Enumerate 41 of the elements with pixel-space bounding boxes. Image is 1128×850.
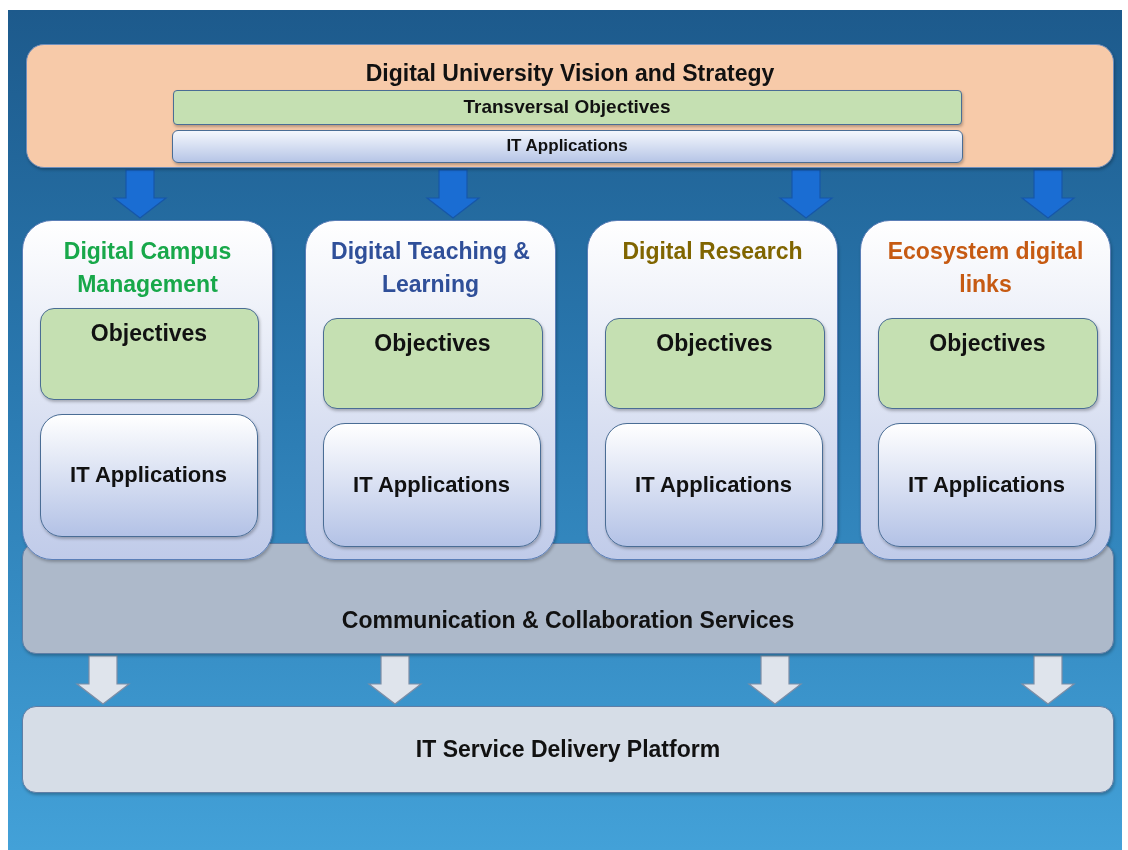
domain-column [587, 220, 838, 560]
block-arrow [425, 169, 481, 219]
box-title: Ecosystem digital links [886, 237, 1085, 300]
applications-box [877, 422, 1096, 547]
applications-box [322, 422, 541, 547]
objectives-bar [172, 89, 962, 125]
box-title: Digital University Vision and Strategy [364, 59, 776, 88]
box-title: Objectives [928, 328, 1047, 358]
box-title: IT Applications [907, 470, 1066, 499]
box-title: Objectives [655, 328, 774, 358]
objectives-box [877, 317, 1098, 409]
block-arrow [747, 655, 803, 705]
box-title: IT Service Delivery Platform [414, 734, 722, 764]
block-arrow [1020, 169, 1076, 219]
box-title: Objectives [89, 318, 209, 348]
domain-column [860, 220, 1111, 560]
box-title: Transversal Objectives [462, 95, 672, 120]
box-title: Objectives [373, 328, 492, 358]
box-title: IT Applications [352, 470, 511, 499]
domain-column [22, 220, 273, 560]
block-arrow [367, 655, 423, 705]
block-arrow [112, 169, 168, 219]
box-title: IT Applications [505, 134, 629, 157]
objectives-box [604, 317, 825, 409]
box-title: Digital Campus Management [62, 237, 233, 300]
applications-box [604, 422, 823, 547]
domain-column [305, 220, 556, 560]
strategy-panel [26, 44, 1114, 168]
box-title: Communication & Collaboration Services [340, 605, 796, 635]
box-title: IT Applications [69, 461, 228, 490]
box-title: IT Applications [634, 470, 793, 499]
block-arrow [778, 169, 834, 219]
applications-box [39, 413, 258, 537]
box-title: Digital Research [621, 237, 804, 266]
objectives-box [322, 317, 543, 409]
box-title: Digital Teaching & Learning [330, 237, 531, 300]
block-arrow [1020, 655, 1076, 705]
applications-bar [171, 129, 963, 163]
platform-band [22, 706, 1114, 793]
block-arrow [75, 655, 131, 705]
objectives-box [39, 307, 259, 400]
